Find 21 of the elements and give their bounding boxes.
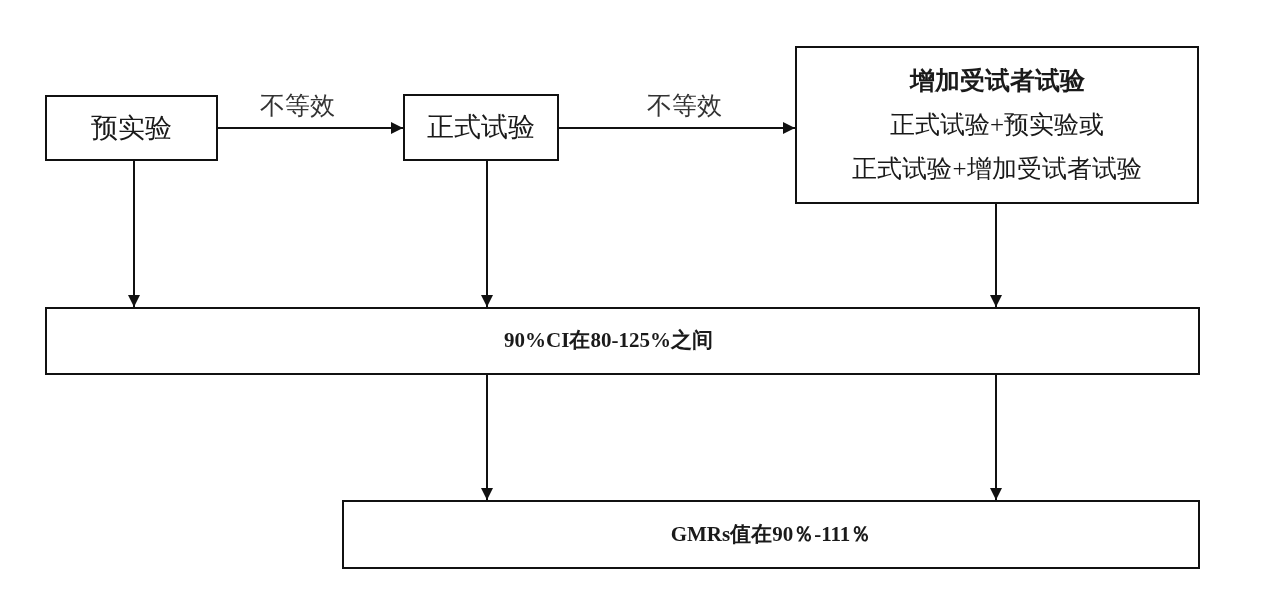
edge-label: 不等效 [645,92,724,120]
box-label: 90%CI在80-125%之间 [504,328,713,354]
arrow [558,122,796,134]
box-label: 预实验 [91,111,172,145]
arrow [217,122,404,134]
process-box [403,94,559,161]
box-label: GMRs值在90％-111％ [670,521,872,548]
box-text: 正式试验+增加受试者试验 [852,154,1142,184]
arrow [990,374,1002,501]
box-label: 正式试验 [427,111,535,144]
process-box [45,95,218,161]
arrow [990,203,1002,308]
arrow [481,160,493,308]
process-box [795,46,1199,204]
box-text: 正式试验+预实验或 [889,110,1105,140]
process-box [45,307,1200,375]
process-box [342,500,1200,569]
arrow [128,160,140,308]
box-heading: 增加受试者试验 [909,66,1085,96]
edge-label: 不等效 [258,92,337,120]
arrow [481,374,493,501]
